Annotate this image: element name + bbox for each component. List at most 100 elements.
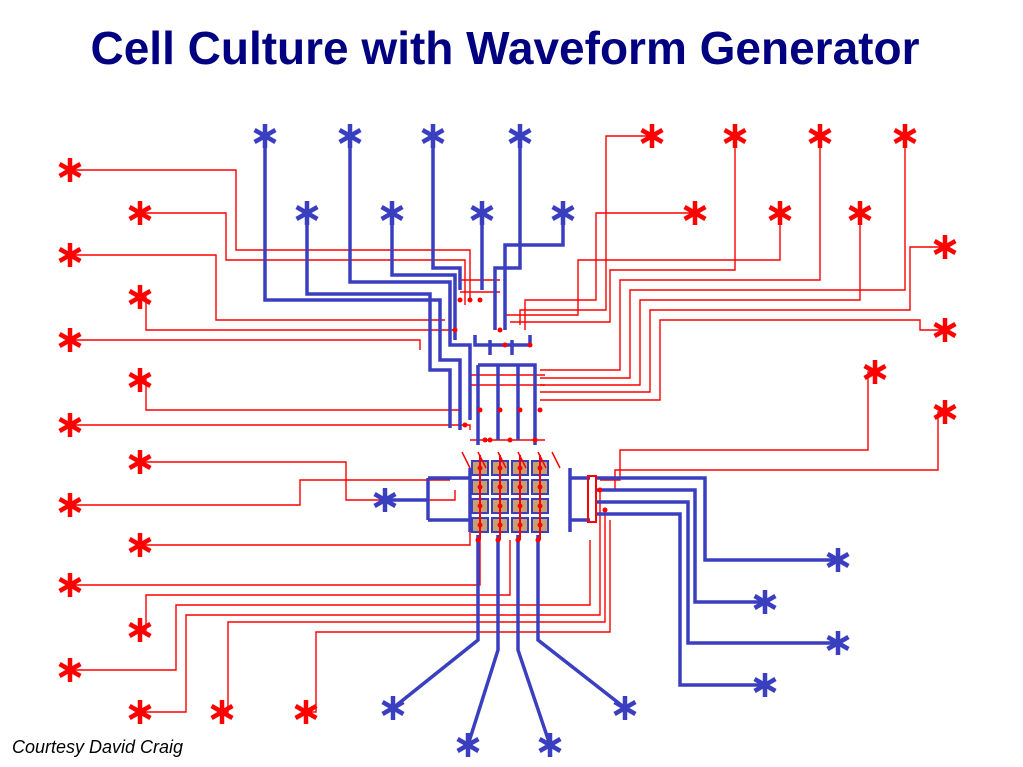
asterisk-stroke — [58, 417, 82, 433]
asterisk-icon — [826, 548, 850, 572]
asterisk-icon — [58, 658, 82, 682]
control-channels — [70, 135, 945, 713]
asterisk-stroke — [128, 704, 152, 720]
flow-channel — [473, 335, 532, 347]
control-channel — [600, 371, 875, 481]
asterisk-stroke — [933, 322, 957, 338]
asterisk-stroke — [768, 205, 792, 221]
asterisk-icon — [128, 201, 152, 225]
asterisk-icon — [128, 533, 152, 557]
asterisk-icon — [210, 700, 234, 724]
asterisk-icon — [58, 573, 82, 597]
valve-dot — [537, 407, 543, 413]
asterisk-stroke — [723, 128, 747, 144]
asterisk-stroke — [128, 205, 152, 221]
asterisk-stroke — [551, 205, 575, 221]
control-channel — [70, 479, 450, 506]
asterisk-stroke — [933, 404, 957, 420]
cell-culture-array — [452, 297, 608, 543]
control-channel — [70, 540, 591, 671]
asterisk-icon — [508, 124, 532, 148]
valve-dot — [487, 437, 493, 443]
asterisk-stroke — [295, 205, 319, 221]
asterisk-icon — [933, 400, 957, 424]
valve-block — [587, 475, 597, 523]
flow-channel — [431, 136, 462, 290]
asterisk-icon — [380, 201, 404, 225]
control-channel — [306, 520, 611, 713]
control-channel — [70, 424, 471, 430]
flow-channel — [305, 213, 452, 428]
asterisk-icon — [456, 733, 480, 757]
asterisk-icon — [808, 124, 832, 148]
control-channel — [540, 319, 945, 401]
valve-dot — [502, 342, 508, 348]
asterisk-stroke — [508, 128, 532, 144]
control-channel — [497, 451, 507, 469]
asterisk-icon — [470, 201, 494, 225]
asterisk-icon — [295, 201, 319, 225]
asterisk-stroke — [58, 577, 82, 593]
asterisk-stroke — [58, 332, 82, 348]
asterisk-stroke — [538, 737, 562, 753]
credit-caption: Courtesy David Craig — [12, 737, 184, 757]
asterisk-icon — [613, 696, 637, 720]
asterisk-stroke — [421, 128, 445, 144]
asterisk-icon — [863, 360, 887, 384]
flow-channel — [348, 136, 472, 420]
asterisk-stroke — [338, 128, 362, 144]
asterisk-stroke — [294, 704, 318, 720]
asterisk-stroke — [613, 700, 637, 716]
asterisk-icon — [893, 124, 917, 148]
asterisk-icon — [128, 450, 152, 474]
control-channel — [140, 212, 466, 305]
valve-dot — [475, 537, 481, 543]
asterisk-stroke — [640, 128, 664, 144]
asterisk-stroke — [128, 622, 152, 638]
asterisk-icon — [848, 201, 872, 225]
control-channel — [517, 451, 527, 469]
asterisk-icon — [421, 124, 445, 148]
control-channel — [540, 136, 821, 371]
flow-channel — [493, 136, 522, 330]
asterisk-stroke — [253, 128, 277, 144]
asterisk-icon — [768, 201, 792, 225]
asterisk-icon — [58, 413, 82, 437]
control-channel — [222, 510, 606, 713]
asterisk-stroke — [128, 289, 152, 305]
flow-channel — [595, 512, 765, 687]
asterisk-stroke — [373, 492, 397, 508]
asterisk-icon — [551, 201, 575, 225]
flow-channel — [595, 488, 765, 604]
asterisk-icon — [381, 696, 405, 720]
control-channel — [537, 451, 547, 469]
asterisk-icon — [753, 673, 777, 697]
valve-dot — [532, 437, 538, 443]
asterisk-stroke — [753, 677, 777, 693]
control-channel — [477, 451, 487, 469]
asterisk-stroke — [381, 700, 405, 716]
asterisk-icon — [128, 285, 152, 309]
flow-channel — [391, 535, 480, 710]
flow-channel — [390, 213, 457, 340]
asterisk-icon — [683, 201, 707, 225]
asterisk-icon — [128, 368, 152, 392]
asterisk-stroke — [470, 205, 494, 221]
asterisk-stroke — [380, 205, 404, 221]
flow-channel — [516, 535, 552, 746]
asterisk-icon — [128, 618, 152, 642]
asterisk-icon — [253, 124, 277, 148]
asterisk-stroke — [58, 497, 82, 513]
valve-dot — [452, 327, 458, 333]
asterisk-stroke — [58, 662, 82, 678]
asterisk-icon — [58, 158, 82, 182]
valve-dot — [507, 437, 513, 443]
asterisk-icon — [128, 700, 152, 724]
valve-dot — [482, 437, 488, 443]
control-channel — [140, 461, 456, 501]
valve-dot — [515, 537, 521, 543]
asterisk-stroke — [128, 537, 152, 553]
control-channel — [70, 169, 471, 300]
control-channel — [70, 339, 421, 350]
